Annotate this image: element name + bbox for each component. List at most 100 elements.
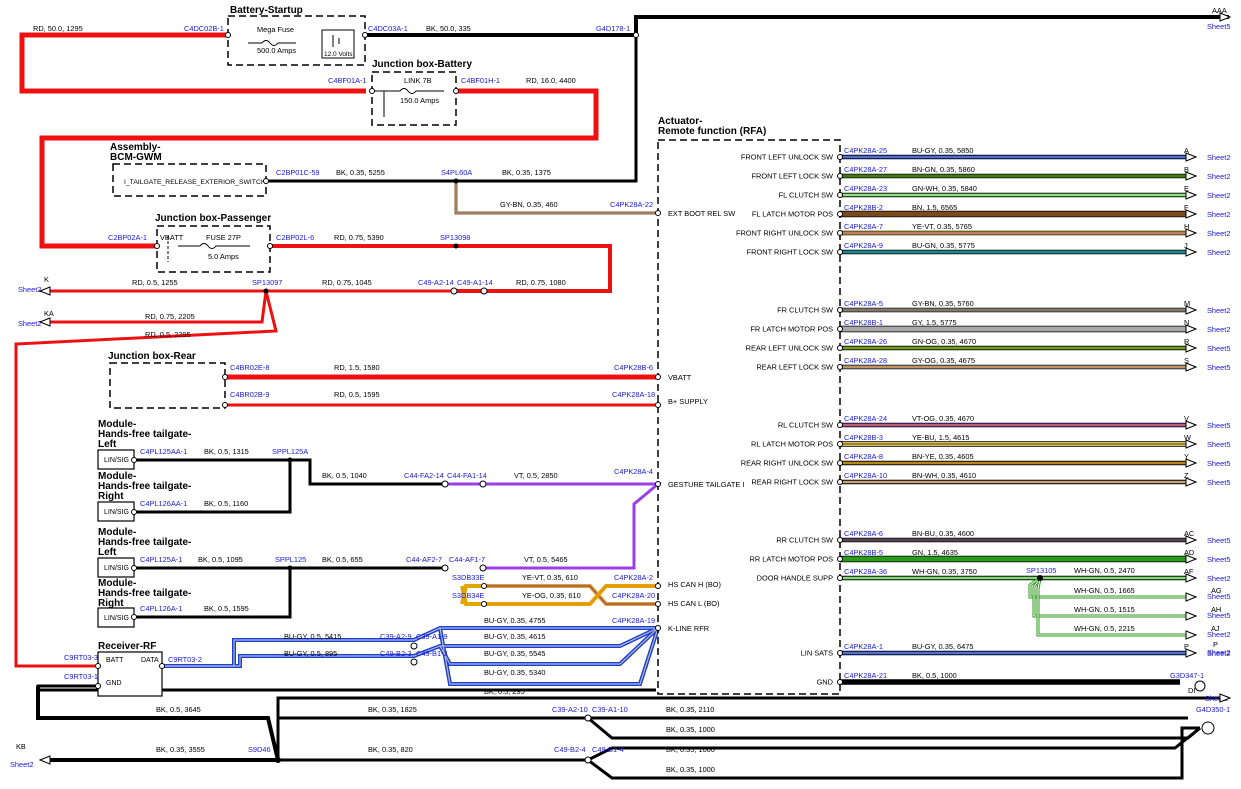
output-arrow	[1185, 343, 1198, 353]
wire-yeog-stub	[460, 585, 484, 606]
conn-c4pk28a-20: C4PK28A-20	[612, 591, 655, 600]
bcm-title-1: Assembly-	[110, 142, 161, 153]
door-handle-branches	[1028, 576, 1198, 640]
wire-bk-655-label: BK, 0.5, 655	[322, 555, 363, 564]
wire-bugy-5415-label: BU-GY, 0.5, 5415	[284, 632, 341, 641]
wire-bugy-5545-label: BU-GY, 0.35, 5545	[484, 649, 546, 658]
wire-gybn-460-inner	[455, 181, 658, 214]
jb-passenger-title: Junction box-Passenger	[155, 213, 271, 224]
conn-sppl125: SPPL125	[275, 555, 306, 564]
wire-bugy-4615-label: BU-GY, 0.35, 4615	[484, 632, 546, 641]
module-left-1-title-3: Left	[98, 439, 117, 450]
output-arrow	[1185, 324, 1198, 334]
conn-c49a2-14: C49-A2-14	[418, 278, 454, 287]
wire-yevt-610-label: YE-VT, 0.35, 610	[522, 573, 578, 582]
k-sheet: Sheet2	[18, 285, 41, 294]
output-letter: M	[1184, 299, 1190, 308]
output-wire-label: YE-VT, 0.35, 5765	[912, 222, 972, 231]
output-pin-label: RL CLUTCH SW	[778, 421, 833, 430]
output-pin-point	[837, 326, 843, 332]
act-pin-kline: K-LINE RFR	[668, 624, 709, 633]
door-branch-1-wire: WH-GN, 0.5, 1665	[1074, 586, 1135, 595]
conn-c4pk28a-19: C4PK28A-19	[612, 616, 655, 625]
bcm-pin-label: I_TAILGATE_RELEASE_EXTERIOR_SWITCH	[124, 179, 266, 186]
output-pin-point	[837, 441, 843, 447]
output-arrow	[1185, 648, 1198, 658]
output-arrow	[1185, 477, 1198, 487]
conn-c4dc02b: C4DC02B-1	[184, 24, 224, 33]
output-sheet: Sheet2	[1207, 649, 1230, 658]
output-connector: C4PK28A-6	[844, 529, 883, 538]
actuator-title-2: Remote function (RFA)	[658, 126, 766, 137]
output-pin-point	[837, 679, 843, 685]
output-pin-label: REAR RIGHT UNLOCK SW	[741, 459, 833, 468]
door-branch-stripe	[1029, 577, 1186, 598]
output-sheet: Sheet2	[1207, 248, 1230, 257]
ka-sheet: Sheet2	[18, 319, 41, 328]
output-pin-point	[837, 345, 843, 351]
receiver-gnd: GND	[106, 680, 122, 687]
output-letter: Y	[1184, 452, 1189, 461]
module-right-1-title-2: Hands-free tailgate-	[98, 481, 191, 492]
output-connector: C4PK28A-7	[844, 222, 883, 231]
output-wire-label: GN, 1.5, 4635	[912, 548, 958, 557]
output-wire-label: BU-GY, 0.35, 5850	[912, 146, 974, 155]
conn-c2bp02a: C2BP02A-1	[108, 233, 147, 242]
receiver-box	[97, 651, 163, 697]
output-arrow	[1185, 209, 1198, 219]
output-sheet: Sheet5	[1207, 344, 1230, 353]
wire-rd-1580-label: RD, 1.5, 1580	[334, 363, 380, 372]
conn-c39a1-10: C39-A1-10	[592, 705, 628, 714]
conn-sp13098: SP13098	[440, 233, 470, 242]
wire-bk-1315-label: BK, 0.5, 1315	[204, 447, 249, 456]
conn-s3db34e: S3DB34E	[452, 591, 485, 600]
conn-c49b1-4: C49-B1-4	[592, 745, 624, 754]
splice-dots	[263, 178, 1043, 763]
output-pin-label: FRONT LEFT UNLOCK SW	[741, 153, 833, 162]
output-connector: C4PK28A-25	[844, 146, 887, 155]
output-wire-label: GN-OG, 0.35, 4670	[912, 337, 976, 346]
fuse-27p-label: FUSE 27P	[206, 233, 241, 242]
conn-c4pl125aa: C4PL125AA-1	[140, 447, 187, 456]
battery-startup-box	[227, 15, 366, 66]
output-wire-label: BN-BU, 0.35, 4600	[912, 529, 974, 538]
wire-rd-5390-label: RD, 0.75, 5390	[334, 233, 384, 242]
act-pin-ext-boot: EXT BOOT REL SW	[668, 209, 735, 218]
output-letter: V	[1184, 414, 1189, 423]
output-wire-label: GY-BN, 0.35, 5760	[912, 299, 974, 308]
output-pin-label: LIN SATS	[801, 649, 833, 658]
module-right-1-title-3: Right	[98, 491, 124, 502]
output-pin-label: FRONT RIGHT LOCK SW	[747, 248, 833, 257]
output-arrow	[1185, 228, 1198, 238]
door-branch-1-letter: AG	[1211, 586, 1222, 595]
wire-bk-5255-label: BK, 0.35, 5255	[336, 168, 385, 177]
output-wire-label: BN, 1.5, 6565	[912, 203, 957, 212]
wire-bk-1375-label: BK, 0.35, 1375	[502, 168, 551, 177]
wire-bk-1825	[276, 716, 588, 760]
output-sheet: Sheet5	[1207, 478, 1230, 487]
output-connector: C4PK28A-9	[844, 241, 883, 250]
module-left-2-title-2: Hands-free tailgate-	[98, 537, 191, 548]
output-connector: C4PK28A-36	[844, 567, 887, 576]
output-pin-point	[837, 364, 843, 370]
output-letter: Z	[1184, 471, 1189, 480]
wire-gybn-460-label: GY-BN, 0.35, 460	[500, 200, 558, 209]
output-connector: C4PK28A-26	[844, 337, 887, 346]
output-sheet: Sheet2	[1207, 306, 1230, 315]
output-letter: E	[1184, 184, 1189, 193]
output-wire-label: BU-GN, 0.35, 5775	[912, 241, 975, 250]
conn-g4d178: G4D178-1	[596, 24, 630, 33]
module-left-2-pin: LIN/SIG	[104, 565, 129, 572]
wire-bk-295-label: BK, 0.5, 295	[484, 687, 525, 696]
jb-passenger-pin: VBATT	[160, 233, 184, 242]
conn-c4bf01h: C4BF01H-1	[461, 76, 500, 85]
fuse-27p-icon	[167, 236, 250, 262]
act-pin-bplus: B+ SUPPLY	[668, 397, 708, 406]
module-right-2-title-3: Right	[98, 598, 124, 609]
wire-bk-1000b-label: BK, 0.35, 1000	[666, 745, 715, 754]
